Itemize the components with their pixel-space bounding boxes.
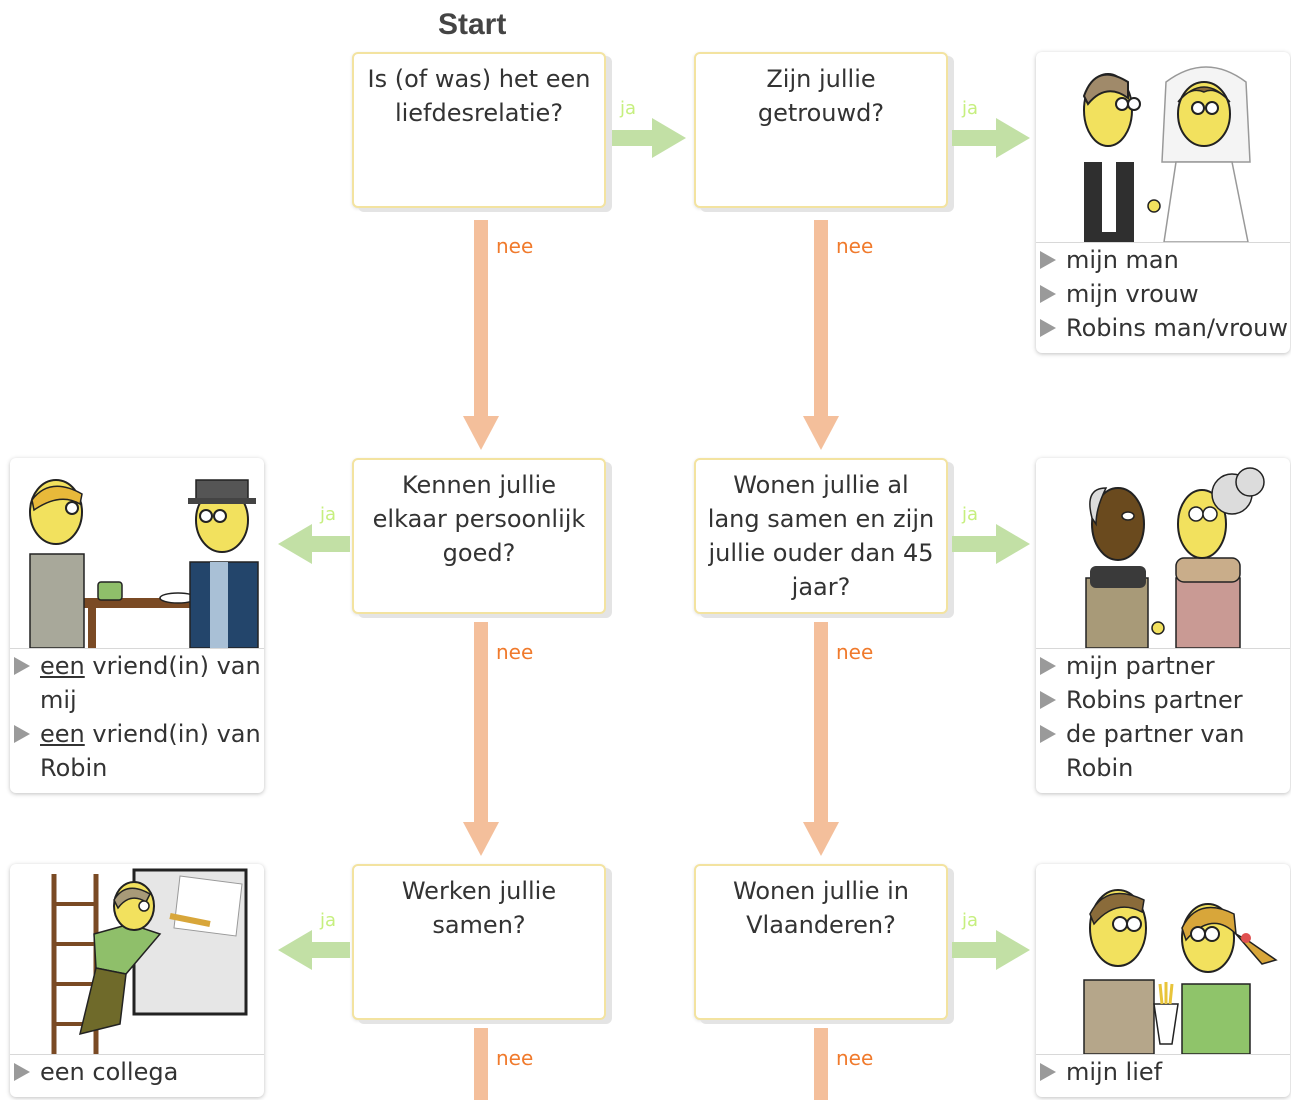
no-label: nee: [496, 234, 534, 258]
result-item-text: vriend(in) van Robin: [40, 720, 261, 782]
yes-label: ja: [962, 504, 979, 525]
question-text: Werken jullie samen?: [401, 877, 557, 939]
result-card-lief: mijn lief: [1036, 864, 1290, 1097]
young-couple-illustration: [1036, 864, 1290, 1055]
result-card-colleague: een collega: [10, 864, 264, 1097]
result-item: mijn lief: [1036, 1055, 1290, 1089]
article-een: een: [40, 720, 85, 748]
question-living-together-long: Wonen jullie al lang samen en zijn julli…: [694, 458, 948, 614]
no-label: nee: [496, 640, 534, 664]
result-card-married: mijn man mijn vrouw Robins man/vrouw: [1036, 52, 1290, 353]
question-text: Wonen jullie in Vlaanderen?: [733, 877, 909, 939]
no-label: nee: [836, 1046, 874, 1070]
married-couple-illustration: [1036, 52, 1290, 243]
result-item: de partner van Robin: [1036, 717, 1290, 785]
article-een: een: [40, 652, 85, 680]
question-married: Zijn jullie getrouwd?: [694, 52, 948, 208]
result-item: mijn man: [1036, 243, 1290, 277]
result-card-friend: een vriend(in) van mij een vriend(in) va…: [10, 458, 264, 793]
result-item-friend-robin: een vriend(in) van Robin: [10, 717, 264, 785]
no-label: nee: [496, 1046, 534, 1070]
result-item: Robins man/vrouw: [1036, 311, 1290, 345]
older-couple-illustration: [1036, 458, 1290, 649]
question-text: Wonen jullie al lang samen en zijn julli…: [707, 471, 935, 601]
no-label: nee: [836, 234, 874, 258]
yes-label: ja: [962, 98, 979, 119]
colleague-on-ladder-illustration: [10, 864, 264, 1055]
result-item-friend-mine: een vriend(in) van mij: [10, 649, 264, 717]
result-item: Robins partner: [1036, 683, 1290, 717]
question-live-in-flanders: Wonen jullie in Vlaanderen?: [694, 864, 948, 1020]
question-text: Kennen jullie elkaar persoonlijk goed?: [372, 471, 586, 567]
result-card-partner: mijn partner Robins partner de partner v…: [1036, 458, 1290, 793]
question-text: Zijn jullie getrouwd?: [757, 65, 885, 127]
yes-label: ja: [962, 910, 979, 931]
yes-label: ja: [320, 504, 337, 525]
question-text: Is (of was) het een liefdesrelatie?: [367, 65, 591, 127]
result-item: een collega: [10, 1055, 264, 1089]
result-item: mijn partner: [1036, 649, 1290, 683]
result-item-text: vriend(in) van mij: [40, 652, 261, 714]
question-know-personally: Kennen jullie elkaar persoonlijk goed?: [352, 458, 606, 614]
yes-label: ja: [320, 910, 337, 931]
result-item: mijn vrouw: [1036, 277, 1290, 311]
no-label: nee: [836, 640, 874, 664]
yes-label: ja: [620, 98, 637, 119]
friends-at-table-illustration: [10, 458, 264, 649]
question-romantic-relationship: Is (of was) het een liefdesrelatie?: [352, 52, 606, 208]
question-work-together: Werken jullie samen?: [352, 864, 606, 1020]
start-label: Start: [438, 8, 507, 41]
